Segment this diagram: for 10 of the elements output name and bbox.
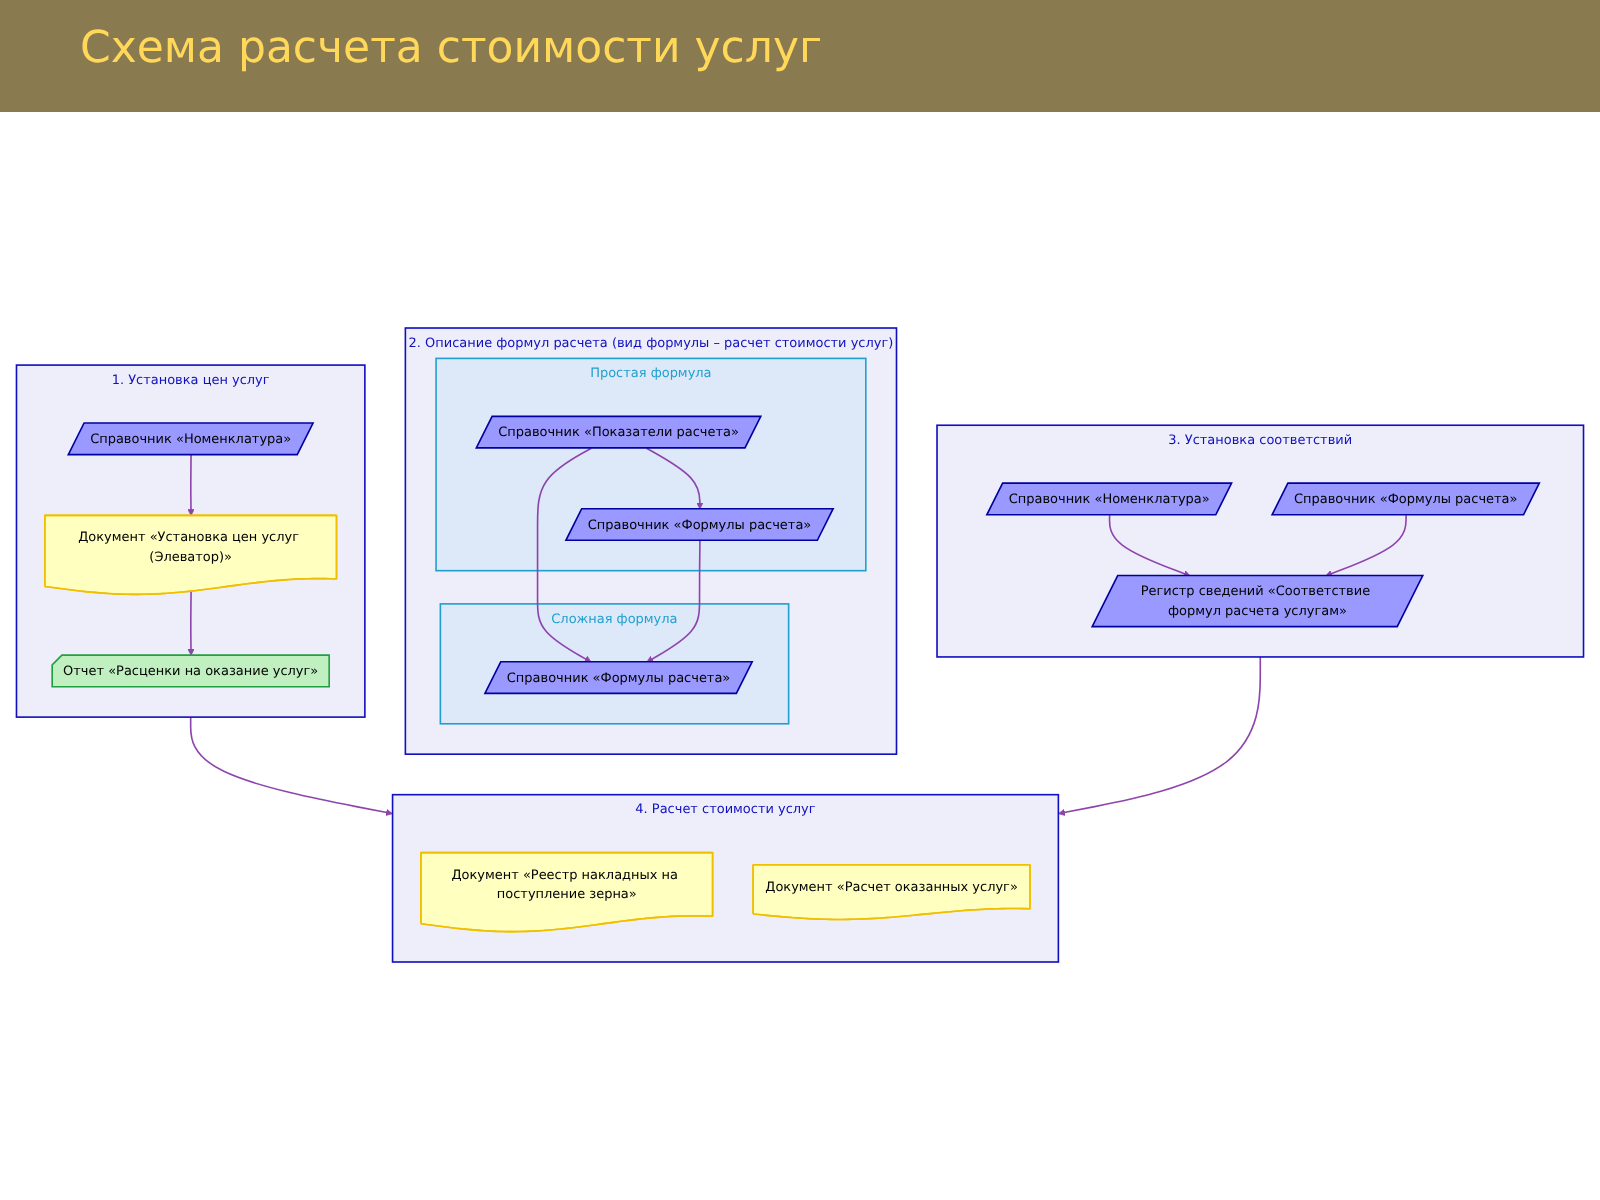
arrow — [1058, 655, 1262, 815]
arrow — [536, 446, 593, 662]
arrow — [645, 446, 704, 509]
arrow — [1108, 513, 1191, 576]
slide-title: Схема расчета стоимости услуг — [0, 0, 1600, 112]
arrow — [189, 715, 393, 815]
arrow — [646, 538, 701, 662]
arrow — [1325, 513, 1407, 576]
arrow — [187, 589, 195, 655]
arrow — [187, 453, 195, 516]
